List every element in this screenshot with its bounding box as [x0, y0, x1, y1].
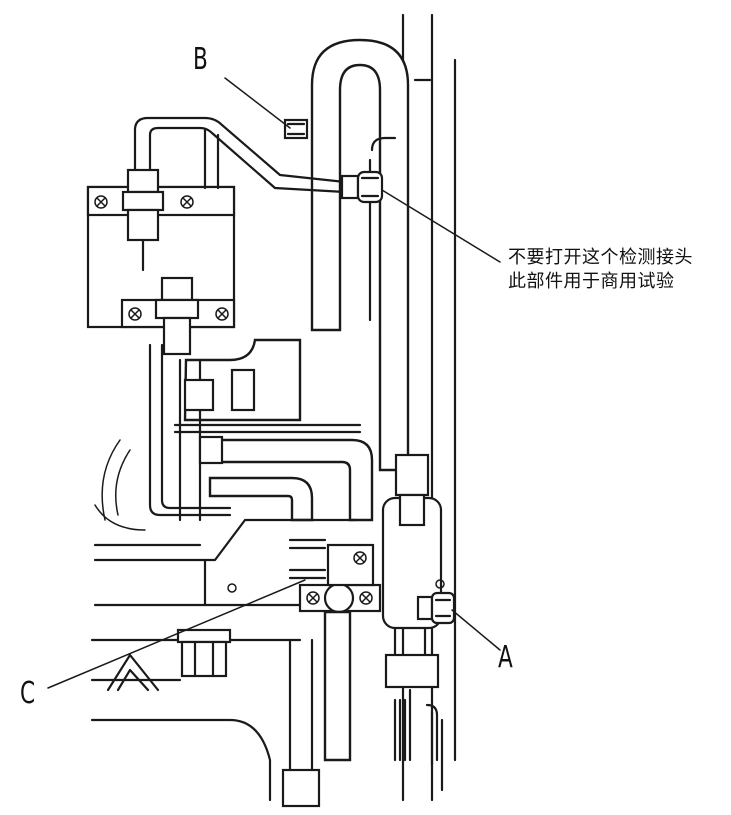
valve-c [298, 543, 382, 762]
lower-flare-nut [176, 628, 232, 678]
check-joint-fitting [340, 170, 384, 204]
capillary-coil [393, 698, 444, 792]
leader-note [381, 189, 501, 263]
capillary-top [133, 116, 347, 194]
leader-a [451, 609, 501, 651]
bottom-pipe-stub [281, 638, 321, 808]
note-line-1: 不要打开这个检测接头 [508, 247, 693, 268]
u-bend-pipe [310, 38, 410, 472]
label-b: B [193, 42, 208, 77]
leader-lines [47, 77, 501, 689]
wiring-arcs [93, 439, 202, 547]
leader-c [47, 579, 306, 689]
valve-a [416, 591, 456, 625]
receiver-vessel [381, 453, 445, 762]
valve-b [283, 118, 309, 140]
middle-pipework [148, 338, 374, 522]
box-sensor-bottom [154, 276, 200, 356]
box-sensor-top [121, 168, 165, 272]
label-c: C [20, 676, 36, 711]
note-text: 不要打开这个检测接头 此部件用于商用试验 [508, 246, 693, 294]
leader-b [224, 77, 291, 129]
label-a: A [498, 640, 513, 675]
note-line-2: 此部件用于商用试验 [508, 271, 675, 292]
bottom-bracket-triangle [106, 653, 160, 692]
